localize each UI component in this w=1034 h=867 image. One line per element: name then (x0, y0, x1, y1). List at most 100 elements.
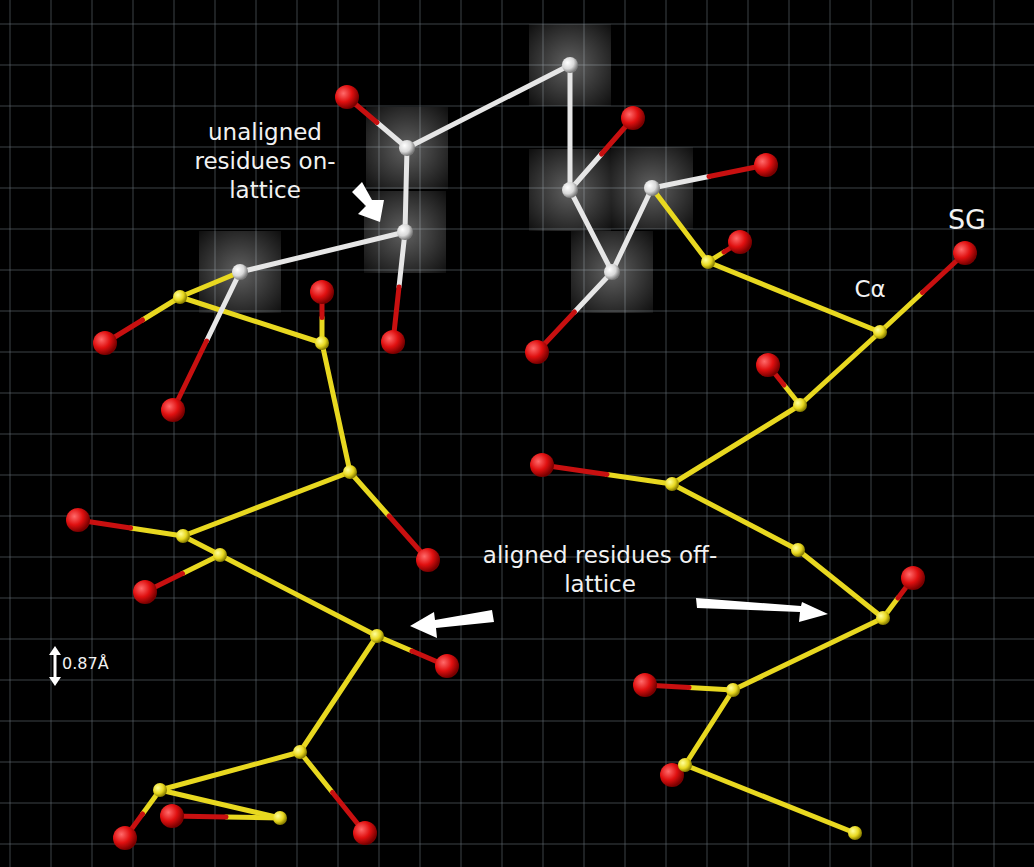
backbone-bond (685, 690, 733, 765)
aligned-atom (793, 398, 807, 412)
callout-label: aligned residues off-lattice (480, 541, 720, 599)
callout-arrow (410, 610, 494, 638)
side-chain-bond (300, 752, 333, 793)
grid-line (0, 475, 1034, 476)
backbone-bond (733, 618, 883, 690)
side-chain-bond (399, 232, 405, 287)
aligned-atom (678, 758, 692, 772)
aligned-atom (153, 783, 167, 797)
atoms (66, 57, 977, 850)
aligned-atom (701, 255, 715, 269)
aligned-atom (791, 543, 805, 557)
lattice-cell (571, 231, 653, 313)
sulfur-atom (381, 330, 405, 354)
grid-line (0, 106, 1034, 107)
backbone-bond (672, 484, 798, 550)
backbone-bond (800, 332, 880, 405)
sulfur-atom (160, 804, 184, 828)
backbone-bond (300, 636, 377, 752)
side-chain-bond (350, 472, 389, 516)
lattice-cell (199, 231, 281, 313)
aligned-atom (848, 826, 862, 840)
grid-line (0, 229, 1034, 230)
aligned-atom (343, 465, 357, 479)
grid-line (0, 147, 1034, 148)
lattice-atom (397, 224, 413, 240)
aligned-atom (213, 548, 227, 562)
backbone-bond (405, 148, 407, 232)
grid-line (0, 270, 1034, 271)
aligned-atom (273, 811, 287, 825)
sulfur-atom (353, 821, 377, 845)
backbone-bond (240, 232, 405, 272)
backbone-bond (183, 472, 350, 536)
grid-line (0, 516, 1034, 517)
sulfur-atom (133, 580, 157, 604)
lattice-atom (604, 264, 620, 280)
sulfur-atom (416, 548, 440, 572)
grid-line (0, 24, 1034, 25)
aligned-atom (726, 683, 740, 697)
aligned-atom (370, 629, 384, 643)
atom-label: SG (932, 203, 1002, 237)
aligned-atom (876, 611, 890, 625)
backbone-bond (322, 343, 350, 472)
side-chain-bond (652, 177, 709, 189)
side-chain-bond (226, 817, 280, 818)
atom-label: Cα (838, 275, 902, 304)
sulfur-atom (754, 153, 778, 177)
sulfur-atom (633, 673, 657, 697)
callout-label: unaligned residues on-lattice (160, 118, 370, 204)
sulfur-atom (530, 453, 554, 477)
sulfur-atom (93, 331, 117, 355)
sulfur-atom (901, 566, 925, 590)
backbone-bond (570, 190, 612, 272)
backbone-bond (672, 405, 800, 484)
lattice-atom (232, 264, 248, 280)
aligned-atom (873, 325, 887, 339)
lattice-atom (562, 57, 578, 73)
bonds (78, 65, 965, 838)
backbone-bond (220, 555, 377, 636)
scale-label: 0.87Å (62, 654, 152, 674)
aligned-atom (665, 477, 679, 491)
callout-arrows (49, 182, 828, 686)
callout-arrow (352, 182, 384, 222)
grid-line (0, 188, 1034, 189)
grid-line (0, 434, 1034, 435)
grid-line (0, 762, 1034, 763)
sulfur-atom (525, 340, 549, 364)
aligned-atom (293, 745, 307, 759)
sulfur-atom (621, 106, 645, 130)
side-chain-bond (575, 272, 613, 312)
backbone-bond (652, 188, 708, 262)
aligned-atom (176, 529, 190, 543)
sulfur-atom (953, 241, 977, 265)
sulfur-atom (161, 398, 185, 422)
grid-line (0, 65, 1034, 66)
grid-line (0, 639, 1034, 640)
backbone-bond (685, 765, 855, 833)
grid-line (0, 680, 1034, 681)
scale-arrow (49, 646, 61, 686)
sulfur-atom (756, 353, 780, 377)
backbone-bond (568, 65, 573, 190)
aligned-atom (315, 336, 329, 350)
side-chain-bond (880, 293, 923, 333)
lattice-atom (644, 180, 660, 196)
backbone-bond (160, 752, 300, 790)
side-chain-bond (207, 272, 241, 341)
side-chain-bond (607, 475, 672, 485)
lattice-atom (399, 140, 415, 156)
grid-line (0, 393, 1034, 394)
sulfur-atom (66, 508, 90, 532)
backbone-bond (407, 65, 570, 148)
backbone-bond (708, 262, 880, 332)
backbone-bond (612, 188, 652, 272)
side-chain-bond (131, 528, 184, 536)
sulfur-atom (310, 280, 334, 304)
aligned-atom (173, 290, 187, 304)
